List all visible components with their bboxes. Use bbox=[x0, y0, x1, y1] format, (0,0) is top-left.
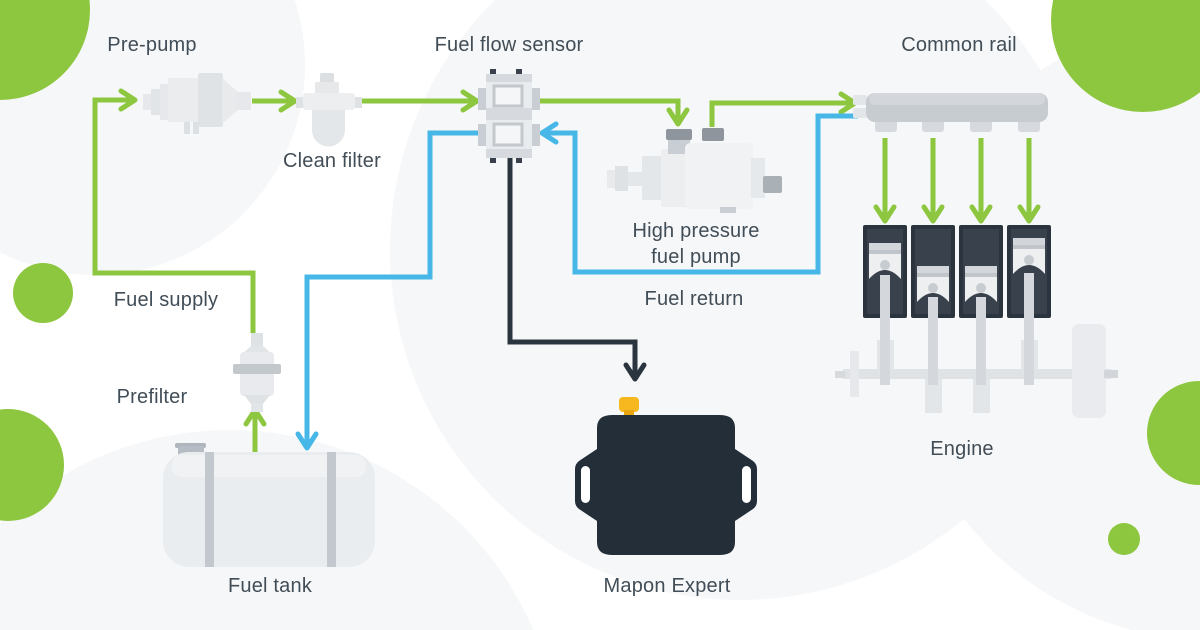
fuel-tank-label: Fuel tank bbox=[227, 575, 313, 597]
fuel-flow-sensor-label: Fuel flow sensor bbox=[434, 34, 584, 56]
engine-cylinders-icon bbox=[863, 225, 1051, 385]
fuel-flow-sensor-icon bbox=[478, 69, 540, 163]
high-pressure-fuel-pump-label-line2: fuel pump bbox=[651, 246, 741, 268]
sensor-data-line bbox=[507, 158, 647, 382]
fuel-return-label: Fuel return bbox=[644, 288, 744, 310]
clean-filter-icon bbox=[296, 73, 362, 147]
prefilter-label: Prefilter bbox=[116, 386, 188, 408]
decor-circle bbox=[1108, 523, 1140, 555]
decor-circle bbox=[13, 263, 73, 323]
fuel-supply-label: Fuel supply bbox=[113, 289, 219, 311]
fuel-return-line bbox=[295, 113, 858, 451]
prefilter-icon bbox=[233, 333, 281, 412]
pre-pump-icon bbox=[143, 73, 251, 134]
high-pressure-fuel-pump-label-line1: High pressure bbox=[632, 220, 760, 242]
pre-pump-label: Pre-pump bbox=[107, 34, 197, 56]
engine-label: Engine bbox=[930, 438, 994, 460]
fuel-supply-line bbox=[92, 88, 1041, 452]
fuel-tank-icon bbox=[163, 443, 375, 567]
common-rail-label: Common rail bbox=[901, 34, 1017, 56]
mapon-expert-label: Mapon Expert bbox=[603, 575, 731, 597]
common-rail-icon bbox=[853, 93, 1048, 132]
high-pressure-fuel-pump-label: High pressure fuel pump bbox=[632, 218, 759, 270]
high-pressure-fuel-pump-icon bbox=[607, 128, 782, 213]
clean-filter-label: Clean filter bbox=[283, 150, 381, 172]
mapon-expert-icon bbox=[575, 397, 757, 555]
